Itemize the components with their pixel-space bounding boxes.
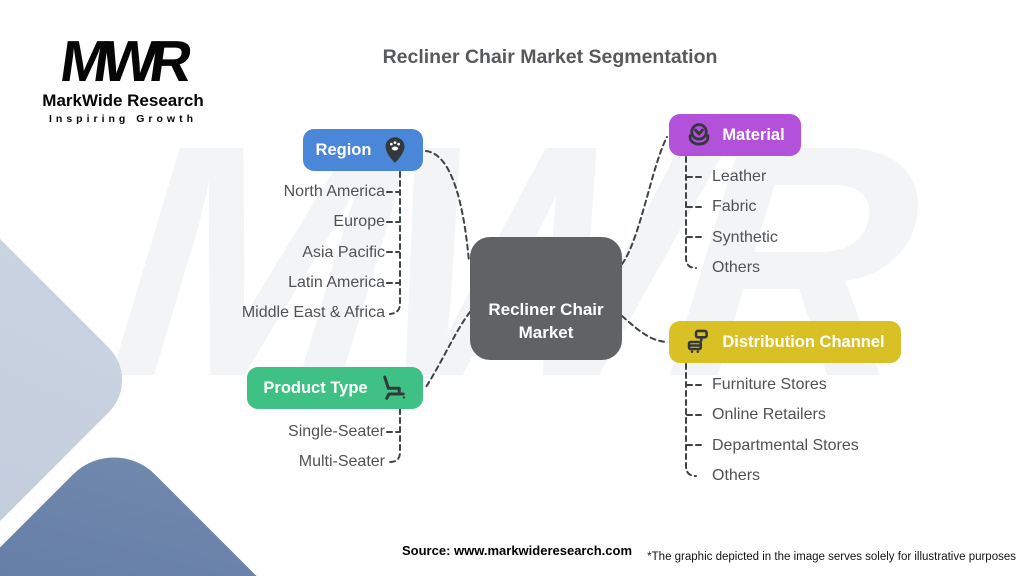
branch-chip-region: Region — [303, 129, 423, 171]
list-item: Fabric — [712, 198, 757, 216]
list-item: Single-Seater — [288, 423, 385, 440]
list-item: Asia Pacific — [302, 243, 385, 261]
list-item: Departmental Stores — [712, 436, 859, 454]
branch-chip-distribution-channel: Distribution Channel — [669, 321, 901, 363]
list-item: Furniture Stores — [712, 376, 827, 393]
list-item: Leather — [712, 168, 767, 185]
list-item: Latin America — [288, 273, 385, 291]
logo-tagline: Inspiring Growth — [49, 113, 197, 126]
material-item-list: Leather Fabric Synthetic Others — [712, 162, 778, 283]
center-node: Recliner Chair Market — [470, 237, 622, 360]
region-item-list: North America Europe Asia Pacific Latin … — [100, 177, 385, 328]
distribution-channel-item-list: Furniture Stores Online Retailers Depart… — [712, 370, 859, 491]
branch-chip-material: Material — [669, 114, 801, 156]
list-item: Online Retailers — [712, 406, 826, 424]
list-item: Synthetic — [712, 228, 778, 246]
disclaimer-text: *The graphic depicted in the image serve… — [647, 551, 1016, 563]
branch-label-material: Material — [722, 125, 785, 144]
page-title: Recliner Chair Market Segmentation — [382, 46, 718, 68]
product-type-item-list: Single-Seater Multi-Seater — [100, 417, 385, 478]
material-icon — [689, 123, 710, 146]
list-item: Middle East & Africa — [241, 304, 385, 322]
list-item: Others — [712, 258, 761, 276]
retail-kiosk-icon — [688, 329, 709, 353]
logo-name: MarkWide Research — [42, 91, 204, 111]
list-item: Others — [712, 466, 761, 484]
branch-chip-product-type: Product Type — [247, 367, 423, 409]
branch-label-distribution-channel: Distribution Channel — [722, 332, 885, 351]
location-pin-icon — [385, 137, 405, 163]
source-text: Source: www.markwideresearch.com — [402, 543, 633, 558]
branch-label-product-type: Product Type — [263, 378, 368, 397]
list-item: Europe — [333, 213, 385, 231]
branch-label-region: Region — [315, 140, 372, 159]
center-node-label: Recliner Chair Market — [488, 300, 604, 343]
markwide-logo: MWR MarkWide Research Inspiring Growth — [38, 29, 208, 126]
logo-monogram: MWR — [56, 29, 190, 94]
recliner-chair-icon — [382, 375, 405, 400]
list-item: North America — [283, 183, 385, 200]
list-item: Multi-Seater — [298, 453, 385, 471]
